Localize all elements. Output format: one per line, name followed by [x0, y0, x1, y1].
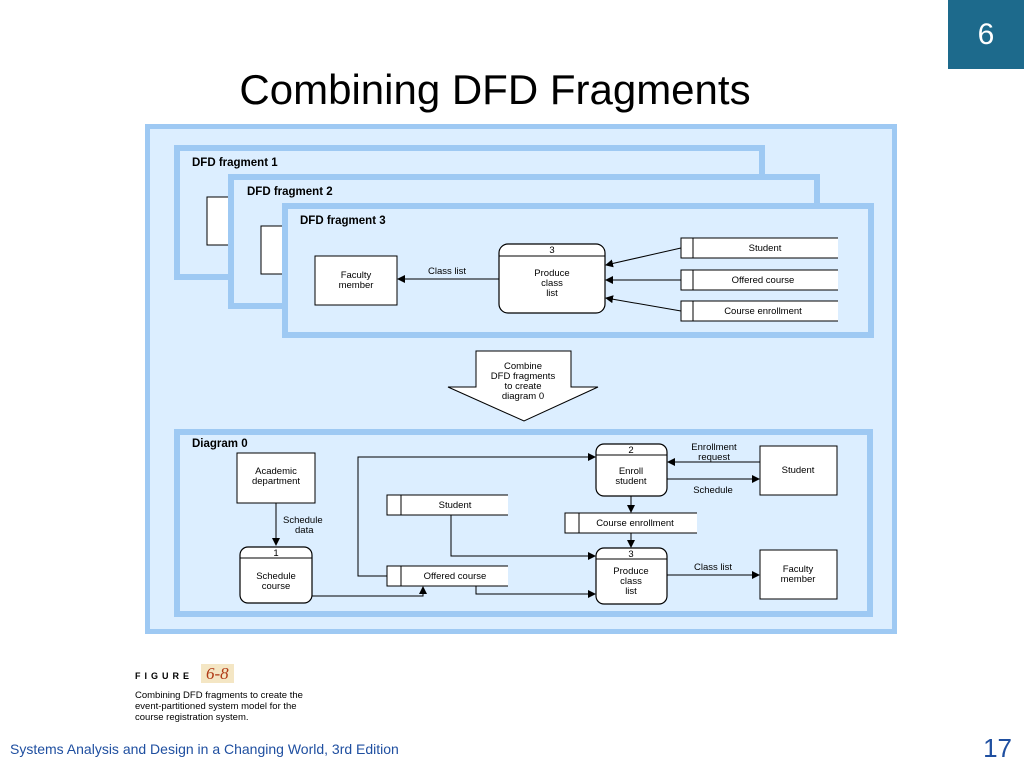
svg-text:diagram 0: diagram 0	[502, 391, 544, 402]
svg-text:Student: Student	[439, 500, 472, 511]
svg-text:Offered course: Offered course	[732, 275, 795, 286]
store-offered-course: Offered course	[386, 565, 508, 587]
svg-text:class: class	[620, 576, 642, 587]
svg-text:Offered course: Offered course	[424, 571, 487, 582]
svg-text:data: data	[295, 525, 314, 536]
svg-text:Produce: Produce	[613, 566, 648, 577]
svg-text:1: 1	[273, 548, 278, 559]
figure-label: FIGURE	[135, 671, 194, 681]
svg-text:Enroll: Enroll	[619, 466, 643, 477]
footer-book-title: Systems Analysis and Design in a Changin…	[10, 741, 399, 757]
fragment-1-title: DFD fragment 1	[192, 157, 278, 169]
svg-text:Student: Student	[749, 243, 782, 254]
fragment-2-title: DFD fragment 2	[247, 186, 333, 198]
fragment3-store-student: Student	[680, 237, 838, 259]
svg-text:department: department	[252, 476, 300, 487]
svg-text:member: member	[339, 280, 374, 291]
svg-text:list: list	[546, 288, 558, 299]
svg-text:Faculty: Faculty	[783, 564, 814, 575]
svg-text:3: 3	[628, 549, 633, 560]
figure-caption-text: Combining DFD fragments to create the ev…	[135, 690, 303, 723]
svg-text:course: course	[262, 581, 291, 592]
svg-text:Enrollment: Enrollment	[691, 442, 737, 453]
svg-text:student: student	[615, 476, 647, 487]
svg-text:Produce: Produce	[534, 268, 569, 279]
fragment3-store-offered-course: Offered course	[680, 269, 838, 291]
svg-text:Class list: Class list	[694, 562, 732, 573]
entity-faculty-member	[759, 549, 838, 600]
fragment-3-title: DFD fragment 3	[300, 215, 386, 227]
slide-title: Combining DFD Fragments	[239, 66, 751, 113]
svg-text:Combine: Combine	[504, 361, 542, 372]
fragment3-entity-faculty	[314, 255, 398, 306]
svg-text:list: list	[625, 586, 637, 597]
svg-text:Course enrollment: Course enrollment	[596, 518, 674, 529]
entity-academic-department	[236, 452, 316, 504]
entity-student	[759, 445, 838, 496]
store-course-enrollment: Course enrollment	[564, 512, 697, 534]
process-3-produce-class-list	[595, 547, 668, 605]
svg-text:member: member	[781, 574, 816, 585]
process-1-schedule-course	[239, 546, 313, 604]
svg-text:class: class	[541, 278, 563, 289]
fragment-3-panel: DFD fragment 3 Faculty member 3 Produce …	[282, 203, 874, 338]
page-number: 17	[983, 733, 1012, 763]
svg-text:Academic: Academic	[255, 466, 297, 477]
svg-text:Schedule: Schedule	[256, 571, 296, 582]
svg-text:Student: Student	[782, 465, 815, 476]
svg-text:DFD fragments: DFD fragments	[491, 371, 556, 382]
figure-number: 6-8	[201, 664, 234, 683]
figure-caption: FIGURE 6-8 Combining DFD fragments to cre…	[135, 664, 355, 723]
diagram-0-panel: Diagram 0 Academic department Schedule d…	[174, 429, 873, 617]
fragment3-store-course-enrollment: Course enrollment	[680, 300, 838, 322]
svg-text:Schedule: Schedule	[283, 515, 323, 526]
combine-arrow: Combine DFD fragments to create diagram …	[447, 350, 599, 422]
diagram-0-title: Diagram 0	[192, 438, 248, 450]
svg-text:to create: to create	[505, 381, 542, 392]
svg-text:2: 2	[628, 445, 633, 456]
store-student: Student	[386, 494, 508, 516]
svg-text:Faculty: Faculty	[341, 270, 372, 281]
svg-text:Schedule: Schedule	[693, 485, 733, 496]
svg-text:Course enrollment: Course enrollment	[724, 306, 802, 317]
chapter-number-badge: 6	[948, 0, 1024, 69]
svg-text:request: request	[698, 452, 730, 463]
flow-class-list: Class list	[428, 266, 466, 277]
svg-text:3: 3	[549, 245, 554, 256]
